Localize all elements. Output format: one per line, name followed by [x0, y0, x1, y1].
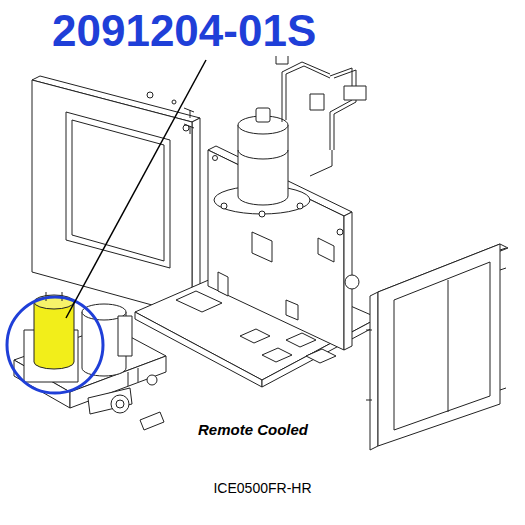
left-panel — [32, 76, 200, 316]
receiver-tank — [34, 292, 74, 369]
highlight-circle — [7, 297, 103, 393]
configuration-note: Remote Cooled — [198, 421, 308, 438]
leader-line — [66, 60, 206, 318]
right-panel — [366, 244, 508, 450]
compressor — [214, 108, 310, 217]
part-number: 2091204-01S — [52, 6, 316, 56]
model-caption: ICE0500FR-HR — [0, 480, 525, 496]
refrigerant-tubing — [276, 42, 366, 176]
